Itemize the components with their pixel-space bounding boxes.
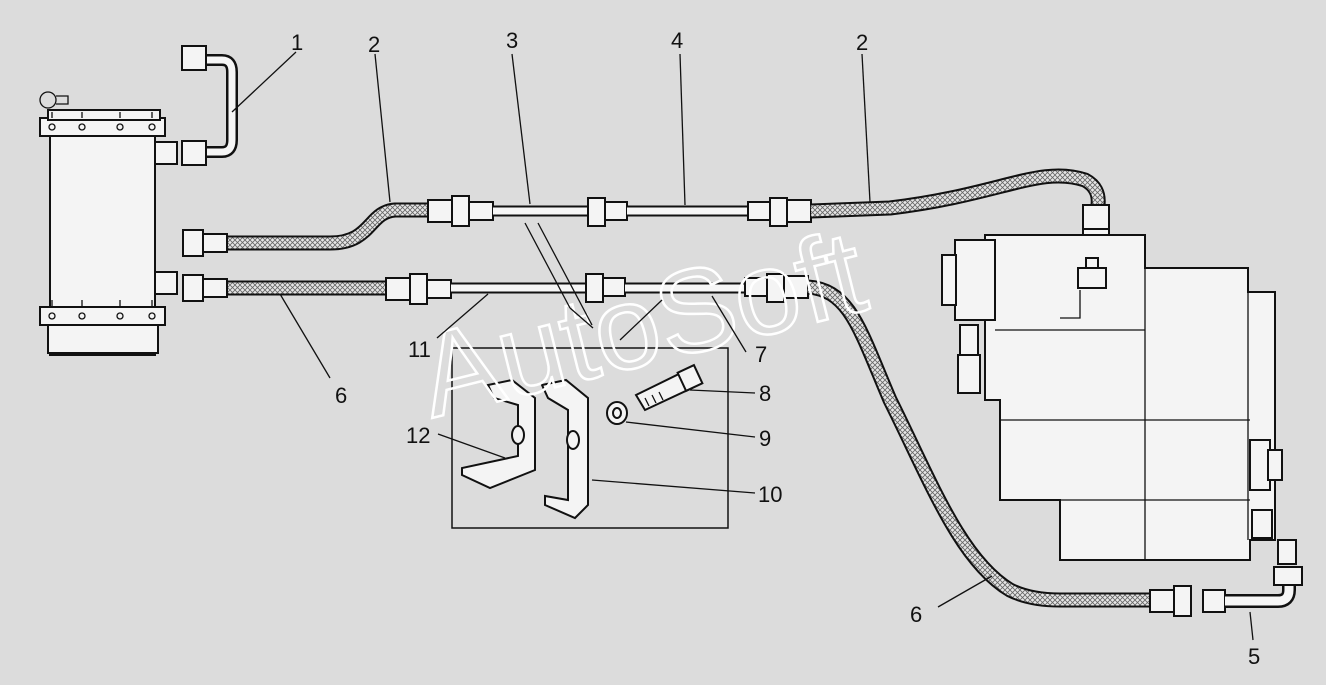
elbow-pipe [1202, 566, 1303, 613]
u-pipe [181, 45, 238, 166]
label-8: 8 [759, 381, 771, 406]
bracket-10 [540, 378, 589, 520]
label-11: 11 [408, 337, 431, 362]
pump-assembly [941, 234, 1297, 565]
label-6-right: 6 [910, 602, 922, 627]
lower-hose-left [182, 273, 452, 305]
upper-tubes [493, 197, 812, 227]
detail-inset [451, 347, 729, 529]
label-5: 5 [1248, 644, 1260, 669]
label-6-left: 6 [335, 383, 347, 408]
watermark: AutoSoft [406, 206, 877, 444]
upper-hose-right [810, 168, 1110, 243]
bolt-8 [634, 363, 704, 412]
lower-tubes [451, 273, 809, 303]
label-1: 1 [291, 30, 303, 55]
part-labels: 1 2 3 4 2 5 6 6 7 8 9 10 11 12 [291, 28, 1260, 669]
label-2-right: 2 [856, 30, 868, 55]
bracket-12 [461, 378, 536, 490]
upper-hose-left [182, 195, 494, 257]
label-10: 10 [758, 482, 782, 507]
label-3: 3 [506, 28, 518, 53]
filter-housing [39, 91, 178, 356]
leader-lines [231, 51, 1254, 641]
washer-9 [606, 401, 628, 425]
label-4: 4 [671, 28, 683, 53]
label-12: 12 [406, 423, 430, 448]
label-7: 7 [755, 342, 767, 367]
label-2-left: 2 [368, 32, 380, 57]
lower-hose-right [807, 279, 1192, 617]
label-9: 9 [759, 426, 771, 451]
